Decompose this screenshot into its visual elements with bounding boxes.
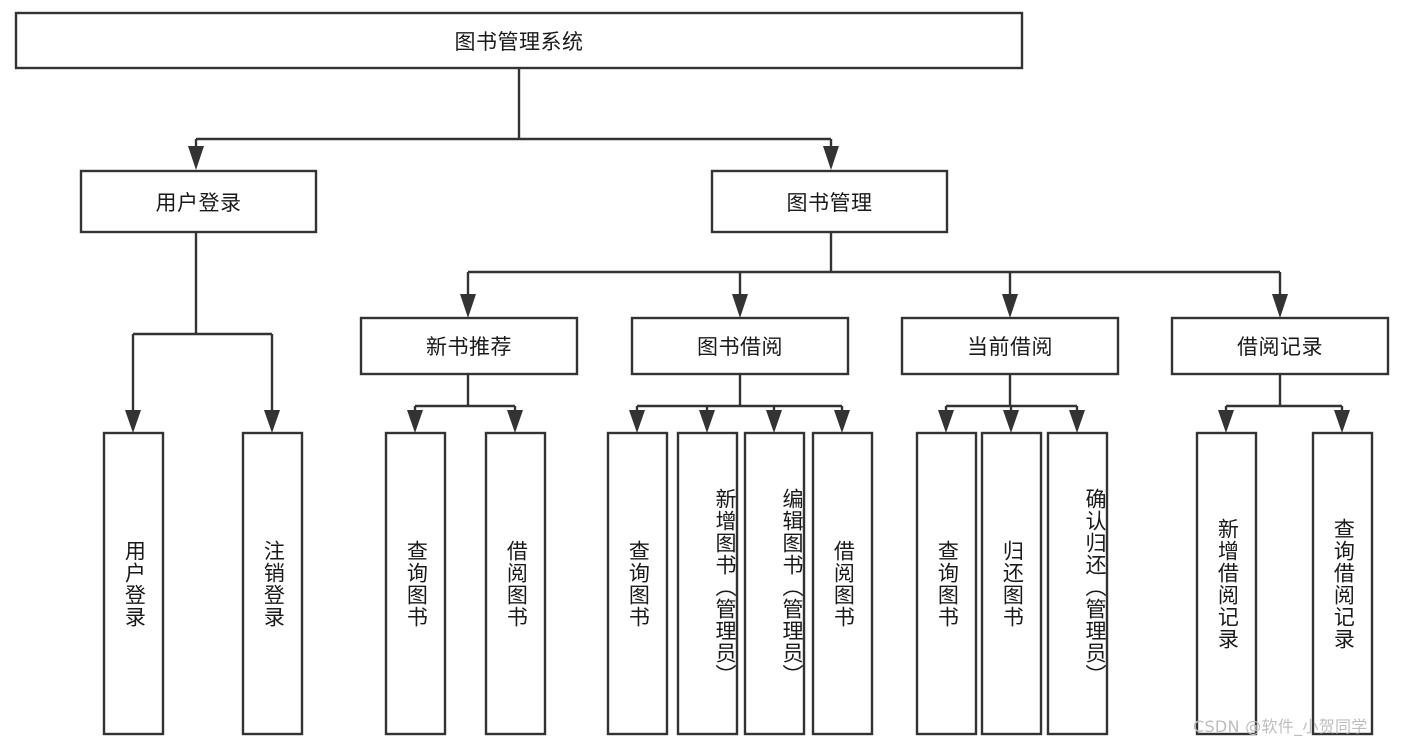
node-box-book-management[interactable] [710,169,949,234]
arrow-head-icon [1218,410,1234,433]
arrow-head-icon [938,410,954,433]
connector-user-login-to-leaves [125,232,280,433]
node-box-leaf-logout[interactable] [241,431,304,736]
arrow-head-icon [1334,410,1350,433]
arrow-head-icon [629,410,645,433]
node-box-leaf-confirm-return[interactable] [1046,431,1109,736]
node-box-leaf-add-book[interactable] [676,431,739,736]
arrow-head-icon [507,410,523,433]
connector-current-borrow-to-leaves [938,374,1085,433]
arrow-head-icon [834,410,850,433]
node-box-leaf-query-book-1[interactable] [384,431,447,736]
arrow-head-icon [823,146,839,170]
node-box-leaf-query-record[interactable] [1311,431,1374,736]
connector-new-book-recommend-to-leaves [407,374,523,433]
node-box-leaf-borrow-book-1[interactable] [484,431,547,736]
node-box-leaf-query-book-3[interactable] [915,431,978,736]
node-box-borrow-record[interactable] [1170,316,1390,376]
node-box-new-book-recommend[interactable] [359,316,579,376]
node-box-current-borrow[interactable] [900,316,1120,376]
arrow-head-icon [460,294,476,318]
connector-root-to-level1 [188,68,839,170]
arrow-head-icon [699,410,715,433]
node-box-root[interactable] [14,11,1024,70]
arrow-head-icon [264,410,280,433]
arrow-head-icon [1003,410,1019,433]
node-box-leaf-edit-book[interactable] [743,431,806,736]
node-box-leaf-borrow-book-2[interactable] [811,431,874,736]
csdn-watermark: CSDN @软件_小贺同学 [1193,717,1368,736]
arrow-head-icon [407,410,423,433]
node-box-leaf-user-login[interactable] [102,431,165,736]
node-box-leaf-return-book[interactable] [980,431,1043,736]
arrow-head-icon [732,294,748,318]
arrow-head-icon [766,410,782,433]
arrow-head-icon [1272,294,1288,318]
node-box-user-login[interactable] [79,169,318,234]
connector-borrow-record-to-leaves [1218,374,1350,433]
connector-book-borrow-to-leaves [629,374,850,433]
arrow-head-icon [1002,294,1018,318]
arrow-head-icon [125,410,141,433]
node-box-leaf-add-record[interactable] [1195,431,1258,736]
arrow-head-icon [188,146,204,170]
node-box-leaf-query-book-2[interactable] [606,431,669,736]
connector-book-management-to-level2 [460,232,1288,318]
node-box-book-borrow[interactable] [630,316,850,376]
arrow-head-icon [1069,410,1085,433]
